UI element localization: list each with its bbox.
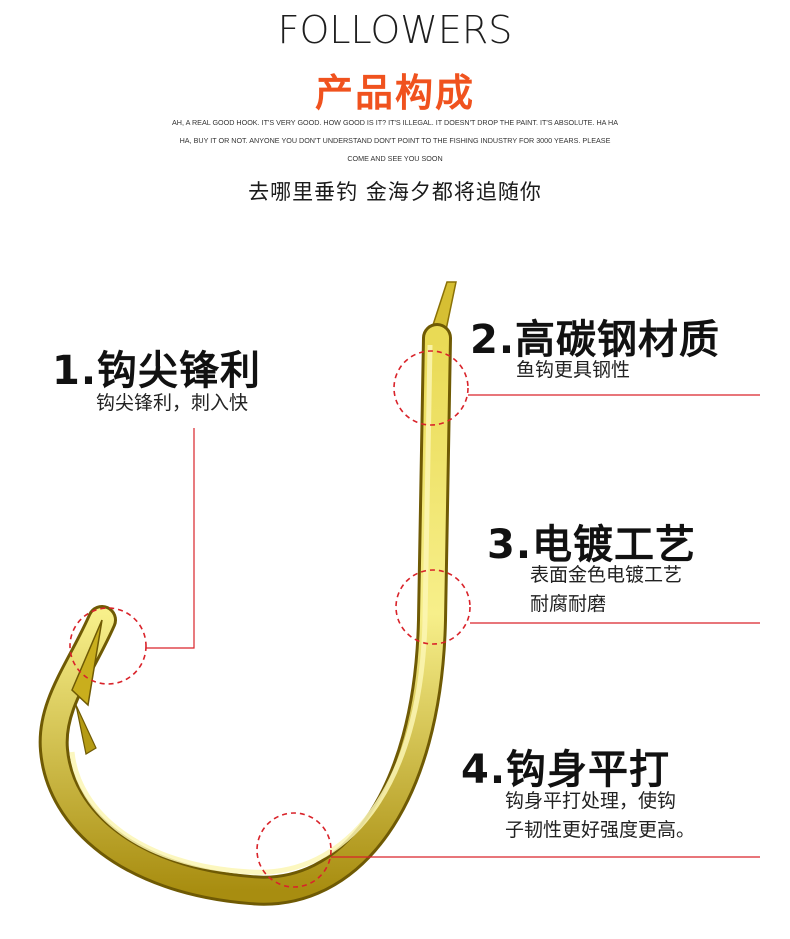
- feature-1-title: 1.钩尖锋利: [52, 348, 262, 394]
- callout-circle-steel: [393, 350, 469, 426]
- hook-highlight: [69, 344, 433, 875]
- feature-4-desc-line-2: 子韧性更好强度更高。: [505, 819, 696, 841]
- brand-name: FOLLOWERS: [277, 8, 513, 52]
- feature-3-desc-line-2: 耐腐耐磨: [530, 593, 607, 615]
- tagline-line-2: HA, BUY IT OR NOT. ANYONE YOU DON'T UNDE…: [179, 136, 611, 145]
- page-title: 产品构成: [314, 71, 475, 115]
- feature-4-desc-line-1: 钩身平打处理，使钩: [505, 790, 677, 812]
- callout-line-point: [146, 428, 195, 649]
- hook-barb: [75, 704, 97, 755]
- tagline-line-1: AH, A REAL GOOD HOOK. IT'S VERY GOOD. HO…: [171, 118, 619, 127]
- hook-shank: [41, 326, 449, 903]
- feature-2-desc: 鱼钩更具钢性: [516, 359, 631, 381]
- callout-circle-flat: [256, 812, 332, 888]
- feature-2-title: 2.高碳钢材质: [470, 317, 721, 363]
- feature-1-desc: 钩尖锋利，刺入快: [96, 392, 249, 414]
- callout-circle-point: [69, 607, 147, 685]
- feature-3-desc-line-1: 表面金色电镀工艺: [530, 564, 683, 586]
- feature-3-title: 3.电镀工艺: [487, 522, 697, 568]
- feature-4-title: 4.钩身平打: [461, 747, 671, 793]
- slogan: 去哪里垂钓 金海夕都将追随你: [248, 180, 542, 204]
- tagline-line-3: COME AND SEE YOU SOON: [347, 154, 443, 163]
- hook-point: [71, 619, 103, 707]
- english-tagline: AH, A REAL GOOD HOOK. IT'S VERY GOOD. HO…: [150, 114, 640, 168]
- callout-circle-plating: [395, 569, 471, 645]
- hook-eye: [431, 281, 457, 331]
